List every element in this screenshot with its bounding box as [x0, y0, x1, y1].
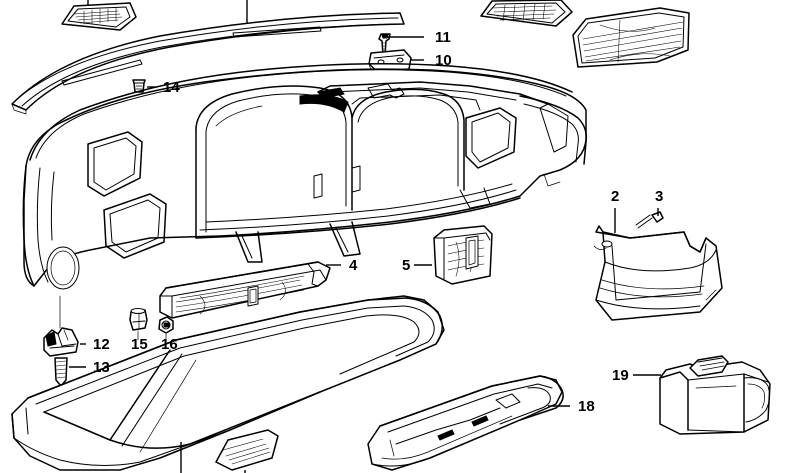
glove-box-liner-part — [593, 225, 723, 321]
spacer-bushing-part — [129, 308, 148, 341]
upper-dash-trim-strip — [11, 12, 405, 115]
callout-number-4: 4 — [349, 257, 358, 274]
clip-screw-part — [54, 357, 68, 387]
callout-number-11: 11 — [435, 29, 451, 46]
callout-number-19: 19 — [612, 367, 629, 384]
lower-vent-grille — [215, 429, 279, 473]
grommet-part — [132, 79, 146, 93]
glove-box-screw-part — [635, 211, 664, 229]
callout-number-14: 14 — [163, 79, 180, 96]
callout-number-10: 10 — [435, 52, 452, 69]
callout-number-2: 2 — [611, 188, 619, 205]
callout-number-3: 3 — [655, 188, 663, 205]
callout-leader-group — [69, 36, 661, 407]
callout-number-16: 16 — [161, 336, 178, 353]
callout-number-18: 18 — [578, 398, 595, 415]
center-console-trim-strip-part — [367, 375, 564, 471]
callout-number-5: 5 — [402, 257, 410, 274]
wood-trim-panel-upper-right — [572, 7, 690, 68]
lock-nut-part — [158, 316, 174, 341]
knee-bolster-lower-panel — [11, 295, 445, 471]
callout-number-13: 13 — [93, 359, 110, 376]
center-console-storage-box-part — [659, 355, 771, 435]
retaining-clip-part — [43, 295, 79, 357]
speaker-grille-left — [61, 2, 137, 31]
callout-label-group: 11 10 14 2 3 5 4 12 13 15 16 19 18 — [93, 29, 663, 415]
instrument-panel-main — [22, 63, 588, 290]
mounting-bracket-part — [368, 49, 412, 73]
wood-trim-vent-surround-part — [433, 225, 493, 285]
callout-number-15: 15 — [131, 336, 148, 353]
glove-box-door-wood-trim-part — [159, 261, 331, 319]
speaker-grille-right — [480, 0, 573, 27]
callout-number-12: 12 — [93, 336, 110, 353]
